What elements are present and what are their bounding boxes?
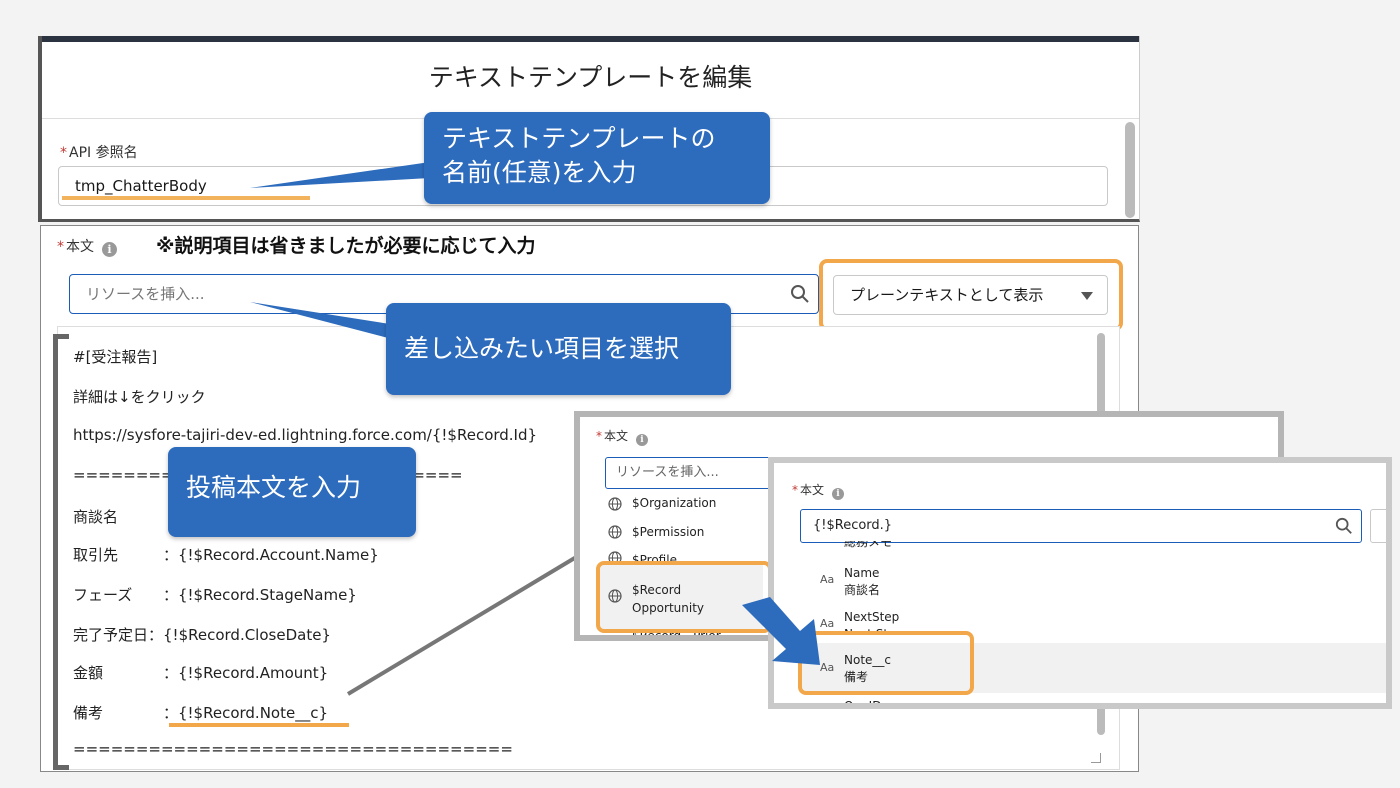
field-item-name-sub: 商談名 <box>844 583 881 597</box>
line-key: 取引先 <box>73 546 119 564</box>
note-field-underline <box>169 723 349 727</box>
body-label: *本文 i <box>57 236 117 257</box>
field-item-note-sub: 備考 <box>844 670 869 684</box>
line-value: ：{!$Record.StageName} <box>163 586 357 604</box>
field-picker-inset: *本文 i {!$Record.} 総務メモ Aa Name 商談名 Aa Nex… <box>768 457 1392 709</box>
field-item-nextstep-sub: Next Step <box>844 627 904 634</box>
editor-bracket <box>53 334 69 770</box>
resource-placeholder: リソースを挿入... <box>86 285 205 303</box>
line-value: {!$Record.CloseDate} <box>163 626 331 644</box>
record-subtitle: Opportunity <box>632 601 705 615</box>
field-item-nextstep[interactable]: NextStep <box>844 610 900 624</box>
api-name-underline <box>62 196 310 200</box>
body-label: *本文 i <box>792 481 845 500</box>
field-search-value: {!$Record.} <box>813 518 893 533</box>
editor-line: フェーズ ：{!$Record.StageName} <box>73 584 357 605</box>
search-icon <box>791 285 809 303</box>
editor-line: 取引先 ：{!$Record.Account.Name} <box>73 544 379 565</box>
info-icon[interactable]: i <box>832 488 845 500</box>
resource-item-organization[interactable]: $Organization <box>632 496 717 510</box>
api-name-label-text: API 参照名 <box>69 145 138 161</box>
globe-icon <box>608 525 622 539</box>
editor-line: 備考 ：{!$Record.Note__c} <box>73 702 328 723</box>
body-note: ※説明項目は省きましたが必要に応じて入力 <box>156 235 536 257</box>
caret-down-icon <box>1081 292 1093 300</box>
text-type-icon: Aa <box>820 573 835 586</box>
editor-line: =================================== <box>73 740 513 758</box>
text-type-icon: Aa <box>820 617 835 630</box>
globe-icon <box>608 589 622 603</box>
required-marker: * <box>60 145 67 161</box>
line-key: フェーズ <box>73 586 133 604</box>
modal-header-bar <box>42 36 1139 42</box>
modal-scrollbar[interactable] <box>1125 122 1135 218</box>
field-item-partial: 総務メモ <box>844 541 893 549</box>
required-marker: * <box>596 429 602 443</box>
search-icon <box>1335 517 1352 534</box>
line-key: 完了予定日： <box>73 626 164 644</box>
field-item-name[interactable]: Name <box>844 566 880 580</box>
view-mode-select[interactable] <box>1370 509 1386 543</box>
line-value: ：{!$Record.Note__c} <box>163 704 328 722</box>
text-type-icon: Aa <box>820 661 835 674</box>
view-mode-label: プレーンテキストとして表示 <box>850 286 1044 304</box>
field-search-input[interactable]: {!$Record.} <box>800 509 1362 543</box>
line-key: 金額 <box>73 664 104 682</box>
field-item-note[interactable] <box>800 643 1386 693</box>
resource-item-permission[interactable]: $Permission <box>632 525 705 539</box>
editor-line: 詳細は↓をクリック <box>73 388 206 406</box>
editor-line: https://sysfore-tajiri-dev-ed.lightning.… <box>73 426 538 444</box>
record-title: $Record <box>632 583 682 597</box>
resource-item-record[interactable] <box>598 565 763 629</box>
required-marker: * <box>792 483 798 497</box>
modal-title: テキストテンプレートを編集 <box>428 63 753 92</box>
resource-item-profile[interactable]: $Profile <box>632 553 677 561</box>
editor-line: 金額 ：{!$Record.Amount} <box>73 662 328 683</box>
view-mode-highlight <box>819 259 1123 331</box>
field-item-note-name: Note__c <box>844 653 892 667</box>
info-icon[interactable]: i <box>102 242 117 257</box>
editor-line: 商談名 <box>73 508 119 526</box>
body-label-text: 本文 <box>800 483 825 497</box>
line-key: 備考 <box>73 704 104 722</box>
line-value: ：{!$Record.Account.Name} <box>163 546 379 564</box>
editor-line: #[受注報告] <box>73 348 158 366</box>
body-label-text: 本文 <box>66 239 94 255</box>
resize-handle-icon[interactable] <box>1091 753 1101 763</box>
callout-template-name: テキストテンプレートの 名前(任意)を入力 <box>424 112 770 204</box>
line-value: ：{!$Record.Amount} <box>163 664 329 682</box>
api-name-label: *API 参照名 <box>60 142 138 162</box>
body-label-text: 本文 <box>604 429 629 443</box>
required-marker: * <box>57 239 64 255</box>
field-item-partial-bottom: OppID__c <box>844 699 900 703</box>
body-label: *本文 i <box>596 427 649 446</box>
arrow-right-icon <box>742 597 820 665</box>
callout-post-body: 投稿本文を入力 <box>168 447 416 537</box>
globe-icon <box>608 497 622 511</box>
editor-line: 完了予定日：{!$Record.CloseDate} <box>73 624 331 645</box>
callout-select-field: 差し込みたい項目を選択 <box>386 303 731 395</box>
info-icon[interactable]: i <box>636 434 649 446</box>
view-mode-select[interactable]: プレーンテキストとして表示 <box>833 275 1108 315</box>
